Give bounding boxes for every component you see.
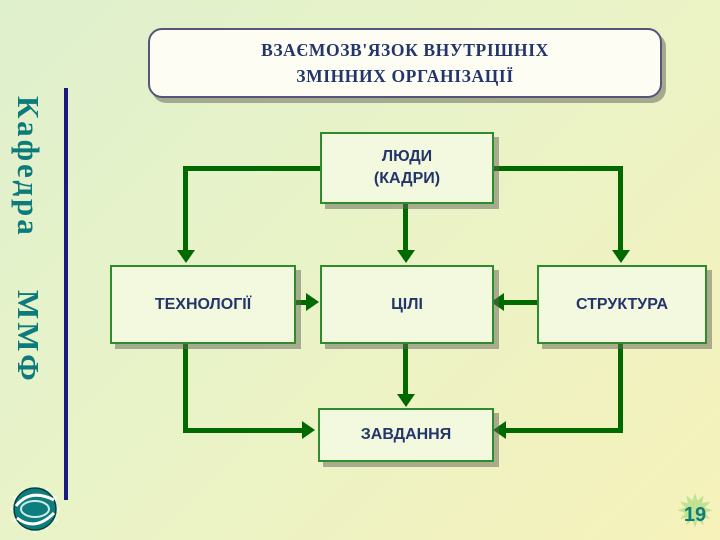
arrow-down-to-goals-icon bbox=[397, 250, 415, 263]
connector-top-right-horizontal bbox=[490, 166, 623, 171]
starburst-icon: ✹ bbox=[675, 485, 715, 537]
node-tasks-label: ЗАВДАННЯ bbox=[360, 426, 452, 444]
arrow-left-to-tasks-icon bbox=[493, 421, 506, 439]
connector-bottom-left-horizontal bbox=[183, 428, 303, 433]
connector-bottom-right-horizontal bbox=[505, 428, 623, 433]
globe-emblem-icon bbox=[8, 482, 62, 536]
connector-structure-to-goals bbox=[503, 300, 537, 305]
diagram-node-people: ЛЮДИ (КАДРИ) bbox=[320, 132, 494, 204]
connector-people-to-goals bbox=[403, 200, 408, 252]
node-goals-label: ЦІЛІ bbox=[391, 295, 423, 313]
arrow-right-to-tasks-icon bbox=[302, 421, 315, 439]
diagram-node-structure: СТРУКТУРА bbox=[537, 265, 707, 344]
connector-bottom-right-vertical bbox=[618, 340, 623, 433]
node-people-label-line2: (КАДРИ) bbox=[373, 170, 441, 187]
sidebar-text-department: Кафедра bbox=[11, 96, 46, 238]
page-number-badge: ✹ 19 bbox=[672, 488, 718, 538]
sidebar-vertical-rule bbox=[64, 88, 68, 500]
node-structure-label: СТРУКТУРА bbox=[575, 295, 669, 313]
arrow-down-to-tasks-icon bbox=[397, 394, 415, 407]
connector-goals-to-tasks bbox=[403, 340, 408, 397]
slide-title-line-2: ЗМІННИХ ОРГАНІЗАЦІЇ bbox=[296, 66, 514, 86]
diagram-node-technology: ТЕХНОЛОГІЇ bbox=[110, 265, 296, 344]
diagram-node-goals: ЦІЛІ bbox=[320, 265, 494, 344]
arrow-right-to-goals-icon bbox=[306, 293, 319, 311]
arrow-down-to-structure-icon bbox=[612, 250, 630, 263]
connector-technology-to-goals bbox=[292, 300, 309, 305]
connector-bottom-left-vertical bbox=[183, 340, 188, 433]
node-technology-label: ТЕХНОЛОГІЇ bbox=[154, 295, 252, 313]
slide-title-line-1: ВЗАЄМОЗВ'ЯЗОК ВНУТРІШНІХ bbox=[261, 39, 549, 60]
slide-title-box: ВЗАЄМОЗВ'ЯЗОК ВНУТРІШНІХ ЗМІННИХ ОРГАНІЗ… bbox=[148, 28, 662, 98]
connector-top-right-vertical bbox=[618, 166, 623, 252]
connector-top-left-vertical bbox=[183, 166, 188, 252]
sidebar-text-faculty: ММФ bbox=[11, 290, 46, 384]
arrow-left-to-goals-icon bbox=[491, 293, 504, 311]
node-people-label-line1: ЛЮДИ bbox=[381, 148, 433, 166]
diagram-node-tasks: ЗАВДАННЯ bbox=[318, 408, 494, 462]
page-number: 19 bbox=[683, 503, 707, 526]
connector-top-left-horizontal bbox=[183, 166, 320, 171]
arrow-down-to-technology-icon bbox=[177, 250, 195, 263]
